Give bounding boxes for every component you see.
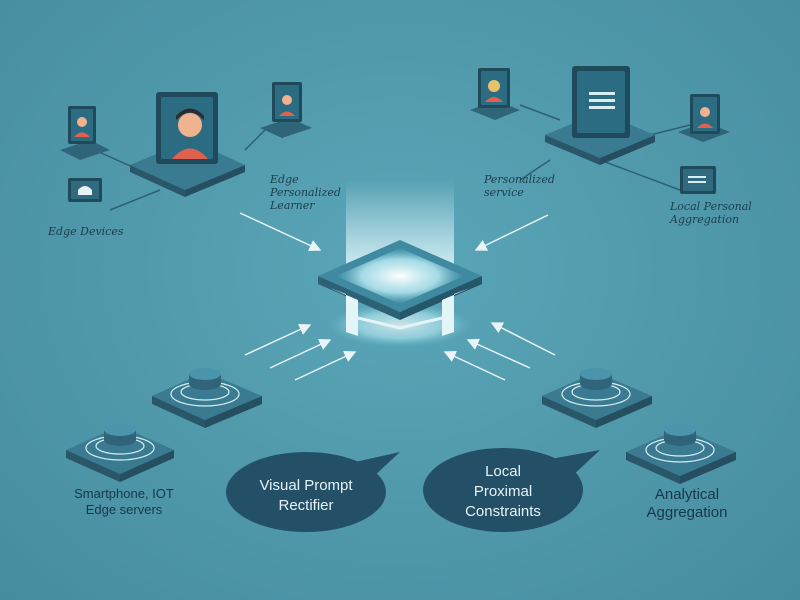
label-edge-devices: Edge Devices	[48, 225, 124, 238]
label-smartphone-edge: Smartphone, IOT Edge servers	[74, 486, 174, 517]
tablet-right-small	[470, 68, 520, 120]
avatar-shirt	[172, 148, 208, 159]
tablet-small-center	[260, 82, 312, 138]
device-document	[680, 166, 716, 194]
laptop-main-left	[130, 92, 245, 197]
arrows-to-core	[239, 212, 556, 381]
avatar-hair	[176, 108, 204, 120]
device-lock	[68, 178, 102, 202]
node-bottom-right-upper	[542, 368, 652, 428]
bubble-left-text: Visual Prompt Rectifier	[259, 477, 353, 514]
bubble-right-text: Local Proximal Constraints	[465, 463, 541, 520]
tablet-right-person	[678, 94, 730, 142]
node-bottom-left-upper	[152, 368, 262, 428]
avatar-face	[178, 113, 202, 137]
bubble-visual-prompt	[226, 452, 400, 532]
central-core	[318, 180, 482, 347]
label-personalized-service: Personalized service	[484, 173, 555, 199]
label-analytical-aggregation: Analytical Aggregation	[646, 486, 728, 521]
node-bottom-right-lower	[626, 424, 736, 484]
tablet-small-left	[60, 106, 110, 160]
node-bottom-left-lower	[66, 424, 174, 482]
bubble-local-proximal	[423, 448, 600, 532]
label-edge-personalized: Edge Personalized Learner	[270, 173, 341, 212]
label-local-aggregation: Local Personal Aggregation	[670, 200, 752, 226]
laptop-main-right	[545, 66, 655, 165]
connector-lines	[89, 104, 691, 211]
